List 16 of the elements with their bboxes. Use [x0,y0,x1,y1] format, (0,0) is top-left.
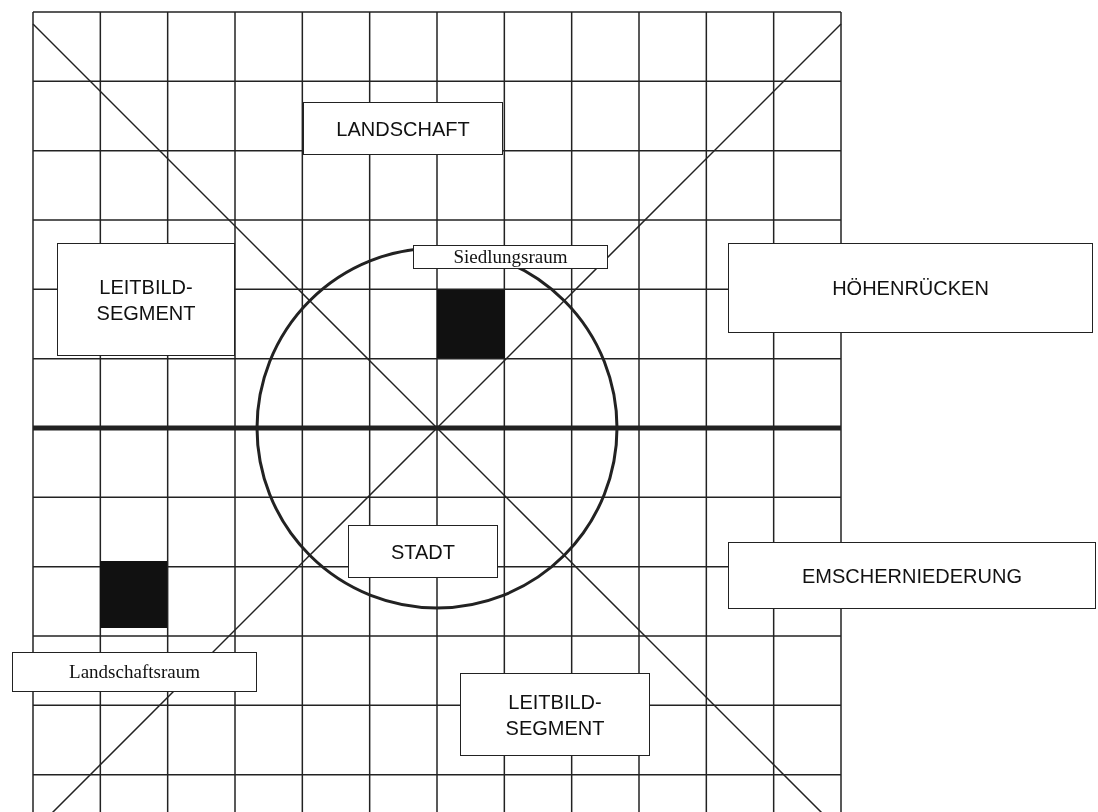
label-box [728,542,1096,609]
label-box [303,102,503,155]
label-text: HÖHENRÜCKEN [832,276,989,301]
label-box [348,525,498,578]
label-text: EMSCHERNIEDERUNG [802,563,1022,589]
label-box [413,245,608,269]
label-box [460,673,650,756]
label-text: LEITBILD- SEGMENT [95,274,197,326]
label-box [12,652,257,692]
label-text: STADT [390,539,456,565]
label-text: Siedlungsraum [453,246,568,268]
label-box [57,243,235,356]
label-text: Landschaftsraum [69,661,200,683]
label-box [728,243,1093,333]
label-text: LANDSCHAFT [336,116,470,142]
label-text: LEITBILD- SEGMENT [504,689,606,741]
